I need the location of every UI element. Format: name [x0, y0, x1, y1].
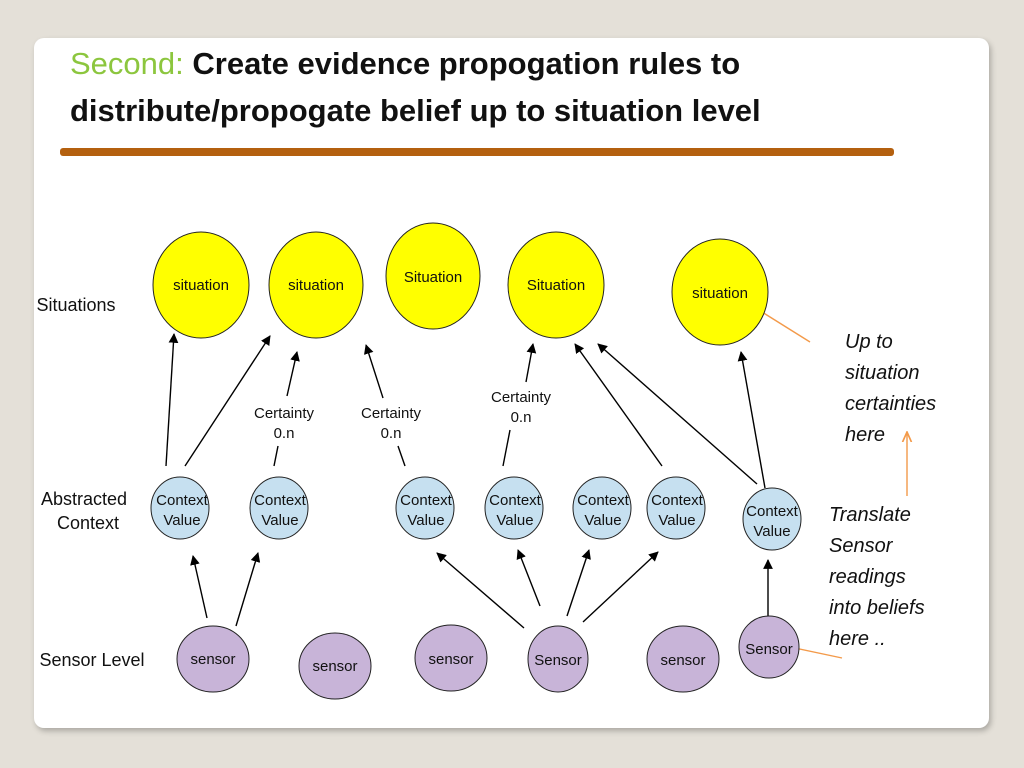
context-label: Value: [584, 512, 621, 529]
context-node: [646, 476, 706, 540]
title-accent: Second:: [70, 46, 184, 81]
context-label: Value: [407, 512, 444, 529]
note-line: Translate: [829, 504, 911, 526]
arrow-line: [286, 351, 300, 397]
sensor-arrows: [190, 549, 773, 629]
context-node: [150, 476, 210, 540]
context-label: Value: [261, 512, 298, 529]
context-node: [484, 476, 544, 540]
context-arrows: [165, 333, 766, 489]
certainty-value: 0.n: [381, 425, 402, 442]
note-line: certainties: [845, 393, 936, 415]
note-line: into beliefs: [829, 597, 925, 619]
note-line: Sensor: [829, 535, 894, 557]
label-situations: Situations: [36, 295, 115, 315]
sensor-nodes: sensor sensor sensor Sensor sensor Senso…: [176, 615, 800, 700]
arrow-line: [273, 445, 279, 467]
note-line: readings: [829, 566, 906, 588]
arrow-line: [364, 344, 384, 399]
title-underline: [60, 148, 894, 156]
note-up-to-situation: Up to situation certainties here: [845, 331, 936, 446]
sensor-node: [527, 625, 589, 693]
context-label: Context: [400, 492, 453, 509]
arrow-line: [190, 555, 208, 619]
note-line: situation: [845, 362, 920, 384]
title-text: Create evidence propogation rules to dis…: [70, 46, 761, 128]
arrow-line: [582, 551, 659, 623]
sensor-label: sensor: [428, 651, 473, 668]
situation-label: situation: [692, 285, 748, 302]
arrow-line: [184, 335, 271, 467]
arrow-line: [737, 351, 766, 489]
situation-node: [671, 238, 769, 346]
arrow-line: [165, 333, 179, 467]
label-sensor-level: Sensor Level: [39, 650, 144, 670]
context-node: [249, 476, 309, 540]
arrow-line: [566, 549, 591, 617]
context-label: Value: [658, 512, 695, 529]
sensor-label: sensor: [190, 651, 235, 668]
note-line: Up to: [845, 331, 893, 353]
context-label: Value: [496, 512, 533, 529]
context-label: Context: [746, 503, 799, 520]
sensor-label: Sensor: [534, 652, 582, 669]
context-node: [395, 476, 455, 540]
context-node: [742, 487, 802, 551]
situation-node: [507, 231, 605, 339]
context-label: Value: [163, 512, 200, 529]
note-line: here: [845, 424, 885, 446]
arrow-line: [235, 552, 261, 627]
situation-label: situation: [173, 277, 229, 294]
context-label: Context: [156, 492, 209, 509]
label-context: Context: [57, 513, 119, 533]
arrow-line: [574, 343, 663, 467]
certainty-value: 0.n: [274, 425, 295, 442]
sensor-node: [738, 615, 800, 679]
sensor-label: sensor: [312, 658, 357, 675]
slide-title: Second: Create evidence propogation rule…: [70, 40, 950, 134]
situation-node: [385, 222, 481, 330]
sensor-node: [298, 632, 372, 700]
sensor-label: sensor: [660, 652, 705, 669]
arrow-line: [597, 343, 758, 485]
note-line: here ..: [829, 628, 886, 650]
situation-node: [268, 231, 364, 339]
context-label: Context: [489, 492, 542, 509]
context-label: Context: [254, 492, 307, 509]
arrow-line: [397, 445, 406, 467]
sensor-node: [646, 625, 720, 693]
arrow-line: [436, 552, 525, 629]
context-label: Context: [577, 492, 630, 509]
situation-label: situation: [288, 277, 344, 294]
situation-label: Situation: [527, 277, 585, 294]
context-node: [572, 476, 632, 540]
note-translate: Translate Sensor readings into beliefs h…: [829, 504, 925, 650]
certainty-label: Certainty: [254, 405, 315, 422]
situation-node: [152, 231, 250, 339]
arrow-line: [502, 429, 511, 467]
certainty-value: 0.n: [511, 409, 532, 426]
certainty-label: Certainty: [491, 389, 552, 406]
certainty-labels: Certainty 0.n Certainty 0.n Certainty 0.…: [254, 389, 552, 442]
context-nodes: Context Value Context Value Context Valu…: [150, 476, 802, 551]
sensor-node: [414, 624, 488, 692]
sensor-node: [176, 625, 250, 693]
certainty-label: Certainty: [361, 405, 422, 422]
arrow-line: [516, 549, 541, 607]
context-label: Context: [651, 492, 704, 509]
sensor-label: Sensor: [745, 641, 793, 658]
arrow-line: [525, 343, 537, 383]
situation-label: Situation: [404, 269, 462, 286]
context-label: Value: [753, 523, 790, 540]
label-abstracted: Abstracted: [41, 489, 127, 509]
situation-nodes: situation situation Situation Situation …: [152, 222, 769, 346]
